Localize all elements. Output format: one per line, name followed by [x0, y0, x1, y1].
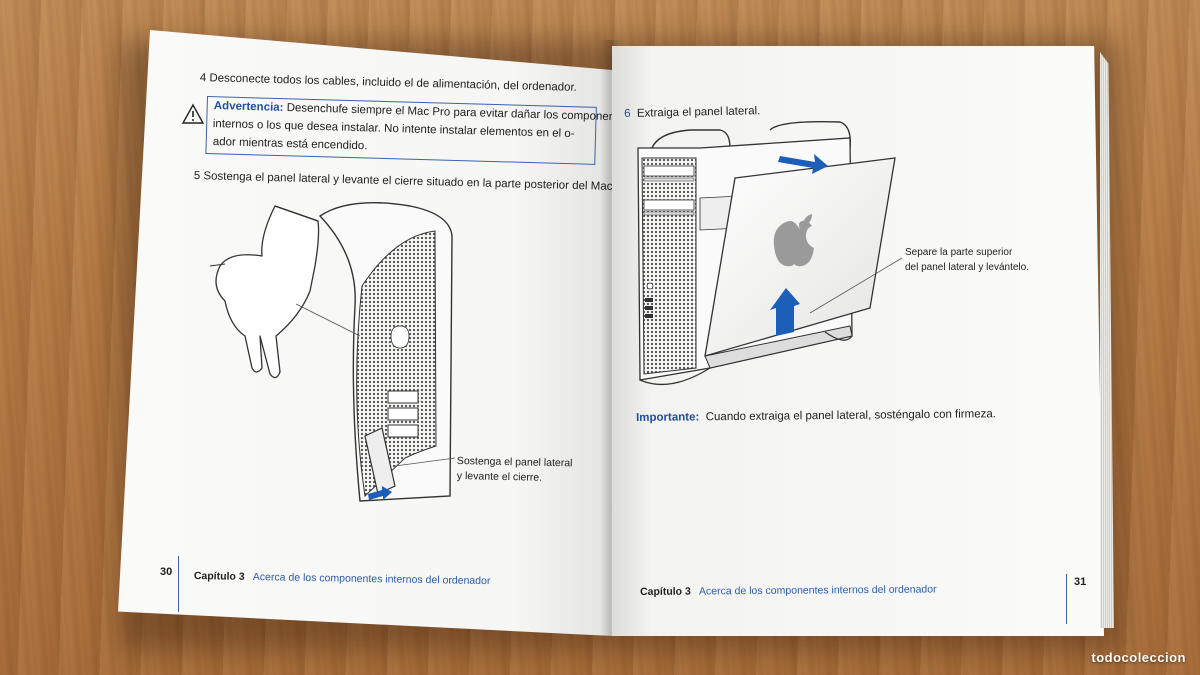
mac-pro-latch-illustration: [209, 202, 456, 502]
left-callout-line-1: Sostenga el panel lateral: [456, 455, 573, 470]
watermark: todocoleccion: [1091, 650, 1186, 665]
right-footer: Capítulo 3 Acerca de los componentes int…: [640, 583, 937, 598]
right-chapter-label: Capítulo 3: [640, 585, 691, 598]
important-label: Importante:: [636, 411, 700, 424]
left-callout-line-2: y levante el cierre.: [456, 470, 543, 484]
right-page-number: 31: [1074, 576, 1087, 588]
right-callout-line-2: del panel lateral y levántelo.: [905, 262, 1029, 273]
warning-triangle-icon: [181, 103, 205, 124]
warning-label: Advertencia:: [213, 100, 284, 114]
left-chapter-label: Capítulo 3: [193, 570, 245, 583]
apple-logo-icon: [773, 214, 814, 267]
right-chapter-title: Acerca de los componentes internos del o…: [698, 583, 937, 598]
mac-pro-panel-illustration: [637, 121, 903, 386]
right-callout-line-1: Separe la parte superior: [905, 247, 1013, 258]
right-footer-rule: [1066, 574, 1067, 624]
left-footer-rule: [178, 556, 179, 612]
left-page-number: 30: [160, 566, 173, 578]
